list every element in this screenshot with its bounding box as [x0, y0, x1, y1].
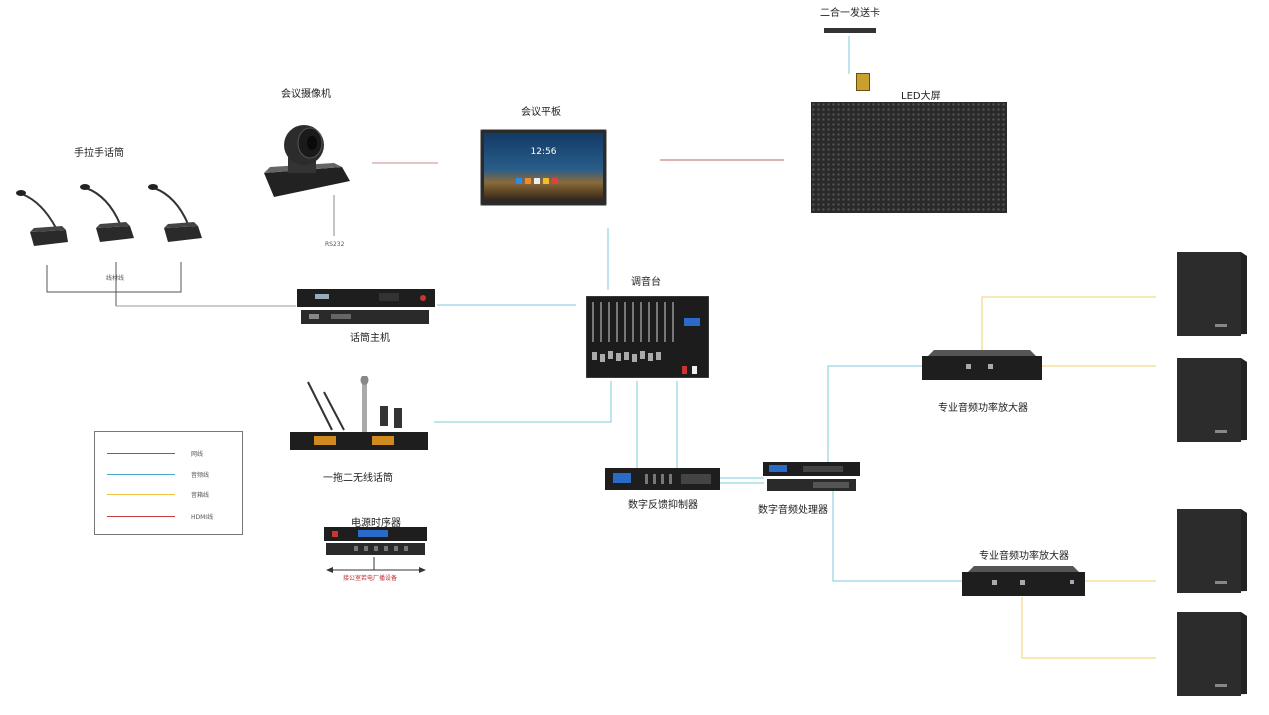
led-screen-label: LED大屏 [901, 91, 941, 102]
feedback-suppressor-label: 数字反馈抑制器 [628, 500, 698, 511]
audio-processor-label: 数字音频处理器 [758, 505, 828, 516]
power-amplifier-top [922, 350, 1042, 380]
panel-label: 会议平板 [521, 107, 561, 118]
speaker-4 [1177, 612, 1247, 696]
legend-swatch [107, 494, 175, 495]
speaker-line-1 [981, 296, 1156, 350]
legend-item-speaker: 音箱线 [105, 490, 235, 500]
legend-swatch [107, 453, 175, 454]
legend-label: 音频线 [191, 472, 210, 479]
gooseneck-mic-1 [16, 190, 68, 246]
legend-swatch [107, 474, 175, 475]
led-screen [811, 102, 1007, 213]
panel-app-icons [516, 169, 558, 188]
legend-item-hdmi: HDMI线 [105, 512, 235, 522]
power-sequencer-label: 电源时序器 [351, 518, 401, 529]
handheld-mic-label: 手拉手话筒 [74, 148, 124, 159]
legend-item-network: 网线 [105, 449, 235, 459]
speaker-3 [1177, 509, 1247, 593]
mic-host-label: 话筒主机 [350, 333, 390, 344]
panel-screen: 12:56 [484, 133, 603, 199]
amp-bottom-label: 专业音频功率放大器 [979, 551, 1069, 562]
mixer-label: 调音台 [631, 277, 661, 288]
legend-label: HDMI线 [191, 514, 214, 521]
power-amplifier-bottom [962, 566, 1085, 596]
audio-line-wireless-mixer [434, 381, 612, 423]
sender-card-label: 二合一发送卡 [820, 8, 880, 19]
mic-bus-label: 线材线 [106, 275, 125, 282]
power-sequencer-unit [324, 527, 427, 555]
audio-processor-unit [763, 462, 860, 491]
gooseneck-mics [16, 184, 202, 246]
audio-line-proc-amp-bottom [832, 490, 962, 582]
gooseneck-mic-2 [80, 184, 134, 242]
legend-item-audio: 音频线 [105, 470, 235, 480]
sequencer-note: 接公室若电厂播设备 [343, 575, 398, 582]
conference-panel: 12:56 [480, 129, 607, 206]
speaker-2 [1177, 358, 1247, 442]
audio-mixer [586, 296, 709, 378]
rs232-label: RS232 [325, 241, 345, 248]
sender-card [824, 28, 876, 33]
receiver-card [856, 73, 870, 91]
speaker-line-4 [1021, 597, 1156, 659]
legend-swatch [107, 516, 175, 517]
feedback-suppressor-unit [605, 468, 720, 490]
panel-clock: 12:56 [530, 147, 557, 157]
camera-label: 会议摄像机 [281, 89, 331, 100]
mic-host-unit [297, 289, 435, 324]
legend-label: 网线 [191, 451, 204, 458]
wireless-mic-label: 一拖二无线话筒 [323, 473, 393, 484]
audio-line-proc-amp-top [827, 365, 922, 476]
amp-top-label: 专业音频功率放大器 [938, 403, 1028, 414]
mic-bus-line [46, 262, 182, 293]
wireless-mic-kit [290, 376, 428, 450]
legend-box: 网线 音频线 音箱线 HDMI线 [94, 431, 243, 535]
conference-camera [264, 125, 350, 197]
speaker-1 [1177, 252, 1247, 336]
legend-label: 音箱线 [191, 492, 210, 499]
gooseneck-mic-3 [148, 184, 202, 242]
